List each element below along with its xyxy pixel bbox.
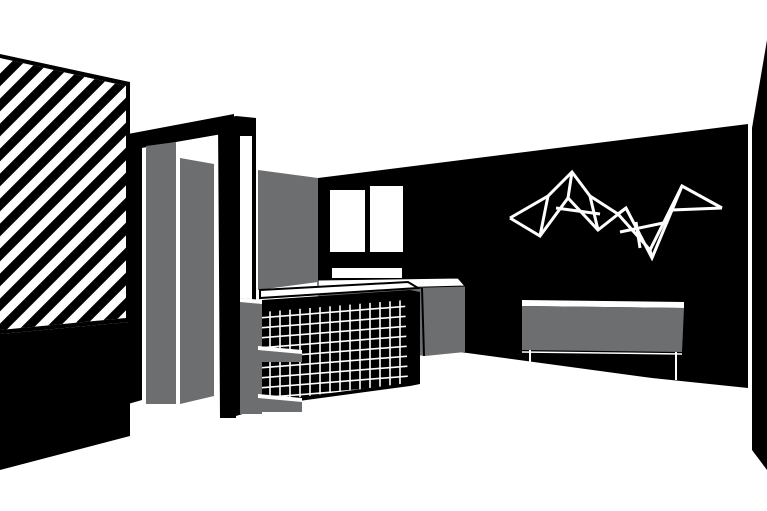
wall-light-sculpture [509,169,723,262]
right-wall-edge [752,40,767,470]
grey-partition [258,170,318,290]
door-frame [128,114,256,418]
window [330,186,403,278]
sideboard-cabinet [521,300,684,380]
left-lower-wall [0,322,130,470]
